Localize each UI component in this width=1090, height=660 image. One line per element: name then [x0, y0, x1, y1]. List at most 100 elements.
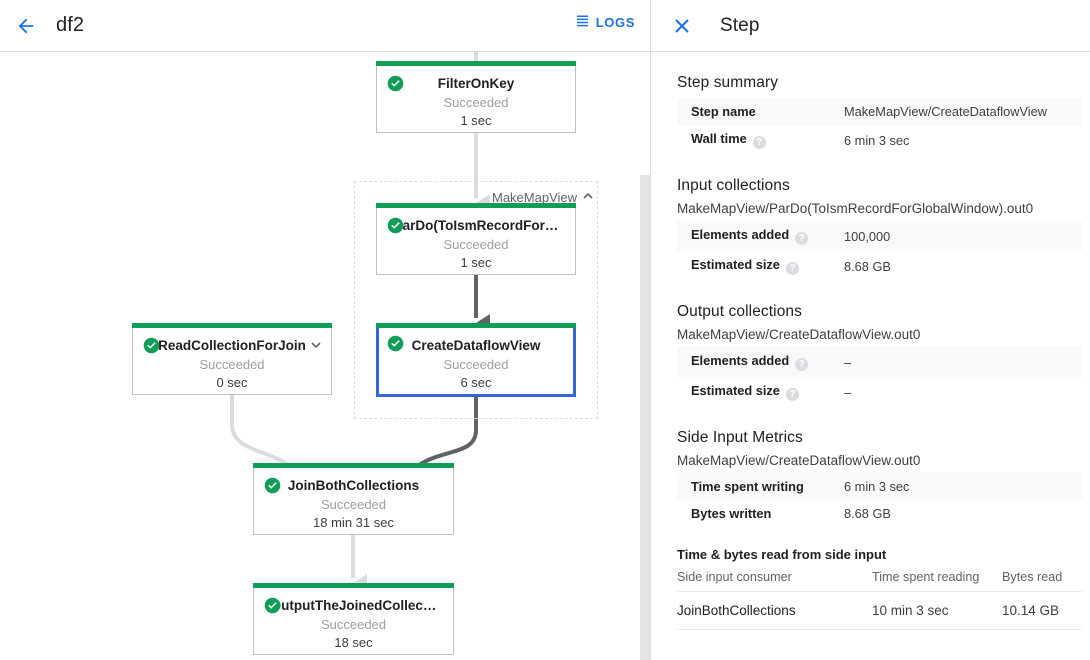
row-value: 8.68 GB [844, 258, 891, 274]
column-header: Side input consumer [677, 564, 872, 592]
table-cell: JoinBothCollections [677, 591, 872, 630]
table-row: Elements added?100,000 [677, 221, 1082, 251]
node-time: 1 sec [460, 255, 492, 270]
input-collections-heading: Input collections [677, 177, 790, 194]
output-collections-table: Elements added?–Estimated size?– [677, 347, 1082, 407]
table-cell: 10 min 3 sec [872, 591, 1002, 630]
chevron-up-icon[interactable] [582, 190, 594, 205]
check-circle-icon [387, 335, 404, 352]
node-name: CreateDataflowView [411, 338, 541, 353]
table-row: Estimated size?8.68 GB [677, 251, 1082, 281]
makemapview-group-box [354, 181, 598, 419]
help-icon[interactable]: ? [795, 232, 809, 245]
help-icon[interactable]: ? [752, 136, 766, 149]
node-status: Succeeded [443, 357, 509, 372]
step-summary-heading: Step summary [677, 74, 779, 91]
node-status: Succeeded [443, 237, 509, 252]
row-value: 8.68 GB [844, 506, 891, 521]
input-collections-name: MakeMapView/ParDo(ToIsmRecordForGlobalWi… [677, 201, 1034, 216]
check-circle-icon [143, 337, 160, 354]
row-key: Elements added? [677, 347, 844, 377]
row-key: Wall time? [677, 125, 844, 155]
table-row: Estimated size?– [677, 377, 1082, 407]
makemapview-group-label[interactable]: MakeMapView [492, 190, 594, 205]
side-input-read-title: Time & bytes read from side input [677, 547, 887, 562]
row-key: Bytes written [691, 506, 772, 521]
node-status-bar [376, 323, 576, 328]
node-status-bar [376, 203, 576, 208]
row-key: Estimated size? [677, 251, 844, 281]
logs-list-icon [575, 13, 590, 31]
node-status: Succeeded [443, 95, 509, 110]
help-icon[interactable]: ? [785, 388, 799, 401]
table-row: Wall time?6 min 3 sec [677, 125, 1082, 155]
node-name: OutputTheJoinedCollec… [270, 598, 437, 613]
arrow-left-icon[interactable] [6, 6, 46, 46]
table-cell: 10.14 GB [1002, 591, 1082, 630]
node-name: ParDo(ToIsmRecordFor… [393, 218, 559, 233]
output-collections-name: MakeMapView/CreateDataflowView.out0 [677, 327, 921, 342]
side-input-metrics-name: MakeMapView/CreateDataflowView.out0 [677, 453, 921, 468]
check-circle-icon [387, 217, 404, 234]
table-row: Bytes written 8.68 GB [677, 500, 1082, 527]
left-header-bar: df2 LOGS [0, 0, 650, 52]
logs-button[interactable]: LOGS [575, 13, 635, 31]
row-value: – [844, 354, 852, 370]
row-value: 100,000 [844, 228, 891, 244]
check-circle-icon [264, 477, 281, 494]
step-panel-title: Step [720, 14, 760, 36]
row-value: MakeMapView/CreateDataflowView [844, 104, 1047, 119]
row-key: Step name [691, 104, 756, 119]
node-status: Succeeded [199, 357, 265, 372]
row-key: Estimated size? [677, 377, 844, 407]
vertical-scrollbar[interactable] [640, 175, 650, 660]
row-value: – [844, 384, 852, 400]
node-status-bar [132, 323, 332, 328]
graph-edges [230, 52, 490, 610]
row-key: Time spent writing [691, 479, 804, 494]
node-status: Succeeded [320, 497, 387, 512]
node-status: Succeeded [320, 617, 387, 632]
help-icon[interactable]: ? [795, 358, 809, 371]
row-key: Elements added? [677, 221, 844, 251]
graph-node-pardo-toismrecordfor[interactable]: ParDo(ToIsmRecordFor… Succeeded 1 sec [376, 203, 576, 275]
row-value: 6 min 3 sec [844, 479, 910, 494]
node-status-bar [253, 583, 454, 588]
step-panel-header: Step [651, 0, 1090, 52]
group-label-text: MakeMapView [492, 190, 578, 205]
check-circle-icon [387, 75, 404, 92]
check-circle-icon [264, 597, 281, 614]
table-row: Elements added?– [677, 347, 1082, 377]
node-name: FilterOnKey [437, 76, 515, 91]
node-time: 18 min 31 sec [313, 515, 394, 530]
logs-button-label: LOGS [595, 14, 635, 30]
page-title: df2 [56, 14, 85, 36]
node-status-bar [376, 61, 576, 66]
table-row: Time spent writing 6 min 3 sec [677, 473, 1082, 500]
close-icon[interactable] [665, 9, 699, 43]
column-header: Time spent reading [872, 564, 1002, 592]
row-value: 6 min 3 sec [844, 132, 910, 148]
output-collections-heading: Output collections [677, 303, 803, 320]
node-time: 18 sec [334, 635, 373, 650]
side-input-metrics-heading: Side Input Metrics [677, 429, 803, 446]
graph-node-output-the-joined-collection[interactable]: OutputTheJoinedCollec… Succeeded 18 sec [253, 583, 454, 655]
column-header: Bytes read [1002, 564, 1082, 592]
node-time: 6 sec [460, 375, 492, 390]
help-icon[interactable]: ? [785, 262, 799, 275]
chevron-down-icon[interactable] [310, 338, 322, 350]
table-row: Step name MakeMapView/CreateDataflowView [677, 98, 1082, 125]
